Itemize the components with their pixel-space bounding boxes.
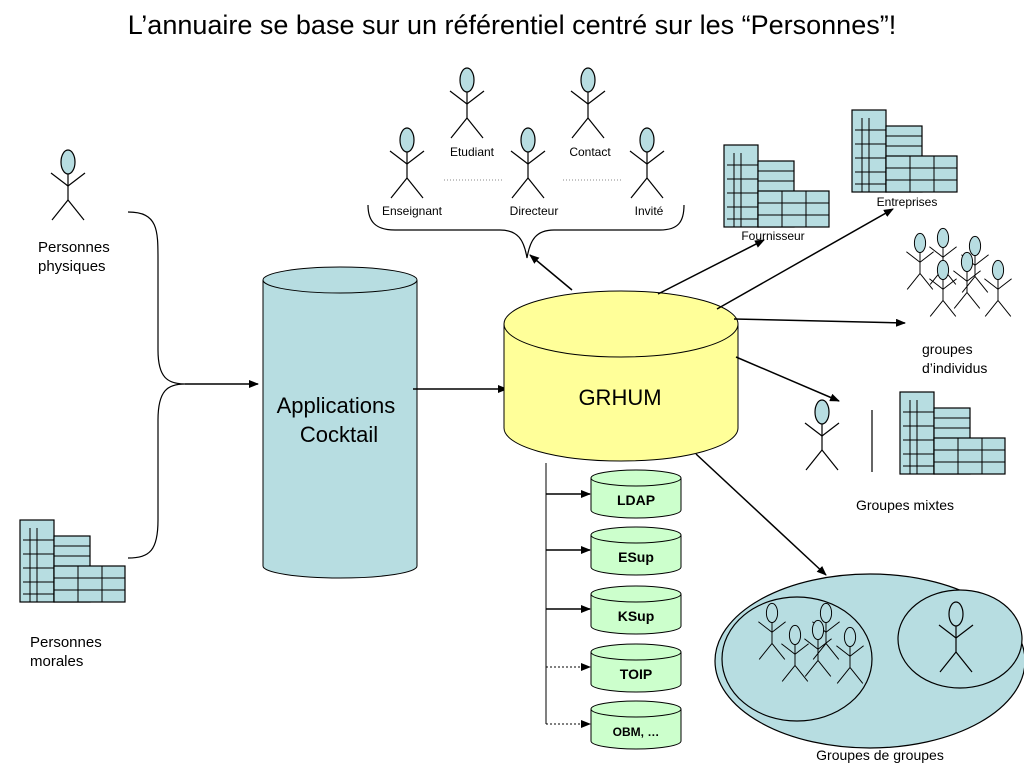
fournisseur-label: Fournisseur [741, 229, 804, 243]
role-directeur-icon [510, 127, 546, 199]
role-contact-label: Contact [569, 145, 611, 159]
groupes-individus-label: groupes d’individus [922, 341, 987, 376]
target-cylinder-obm: OBM, … [590, 700, 682, 750]
target-cylinder-esup: ESup [590, 526, 682, 576]
target-label: LDAP [617, 492, 655, 508]
arrow-grhum-to-groupes-mixtes [735, 356, 840, 402]
arrow-grhum-to-groupes-de-groupes [695, 453, 827, 576]
entreprises-building-icon [851, 109, 958, 193]
target-cylinder-ksup: KSup [590, 585, 682, 635]
target-label: ESup [618, 549, 654, 565]
role-etudiant-icon [449, 67, 485, 139]
persons-moral-label: Personnes morales [30, 634, 106, 670]
role-invite-icon [629, 127, 665, 199]
person-moral-building-icon [19, 519, 126, 603]
groupes-de-groupes-label: Groupes de groupes [816, 747, 944, 763]
role-enseignant-label: Enseignant [382, 204, 443, 218]
applications-cocktail-cylinder [262, 266, 418, 579]
role-etudiant-label: Etudiant [450, 145, 495, 159]
role-contact-icon [570, 67, 606, 139]
fournisseur-building-icon [723, 144, 830, 228]
target-cylinder-ldap: LDAP [590, 469, 682, 519]
target-label: TOIP [620, 666, 652, 682]
grhum-cylinder [503, 290, 739, 462]
applications-label: Applications Cocktail [277, 393, 402, 447]
person-physical-icon [50, 149, 86, 221]
groupes-mixtes-person-icon [804, 399, 840, 471]
groupes-de-groupes-ellipse [714, 573, 1024, 749]
arrow-grhum-to-entreprises [716, 208, 894, 310]
groupes-mixtes-label: Groupes mixtes [856, 497, 954, 513]
page-title: L’annuaire se base sur un référentiel ce… [128, 10, 896, 40]
roles-brace [367, 204, 685, 259]
sources-brace [127, 211, 186, 559]
target-cylinder-toip: TOIP [590, 643, 682, 693]
arrow-grhum-to-fournisseur [657, 239, 765, 295]
persons-physical-label: Personnes physiques [38, 239, 114, 275]
target-label: KSup [618, 608, 655, 624]
role-directeur-label: Directeur [510, 204, 559, 218]
role-invite-label: Invité [635, 204, 664, 218]
groupes-mixtes-building-icon [899, 391, 1006, 475]
target-label: OBM, … [613, 725, 660, 739]
grhum-label: GRHUM [578, 385, 661, 410]
role-enseignant-icon [389, 127, 425, 199]
entreprises-label: Entreprises [877, 195, 938, 209]
arrow-grhum-to-roles [529, 254, 573, 291]
arrow-grhum-to-groupes-individus [733, 318, 906, 327]
groupes-individus-crowd-icon [905, 227, 1013, 317]
